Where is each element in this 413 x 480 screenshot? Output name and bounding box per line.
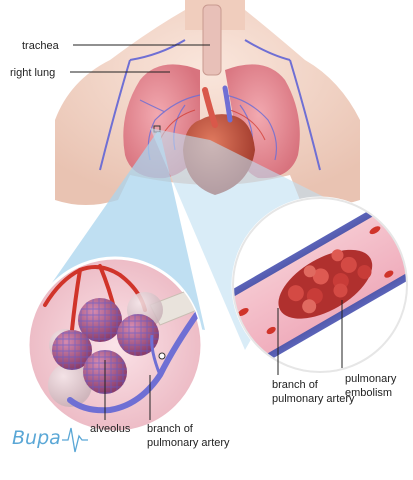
label-branch-pa-right-line1: branch of [272, 379, 319, 391]
bupa-logo-text: Bupa [12, 427, 61, 449]
label-trachea: trachea [22, 40, 60, 52]
label-branch-pa-left-line1: branch of [147, 423, 194, 435]
label-embolism-line2: embolism [345, 387, 392, 399]
label-right-lung: right lung [10, 67, 55, 79]
label-branch-pa-left-line2: pulmonary artery [147, 437, 230, 449]
trachea-shape [203, 5, 221, 75]
label-embolism-line1: pulmonary [345, 373, 397, 385]
label-branch-pa-right-line2: pulmonary artery [272, 393, 355, 405]
label-alveolus: alveolus [90, 423, 131, 435]
bupa-logo: Bupa [12, 427, 88, 452]
heartbeat-icon [62, 428, 88, 452]
